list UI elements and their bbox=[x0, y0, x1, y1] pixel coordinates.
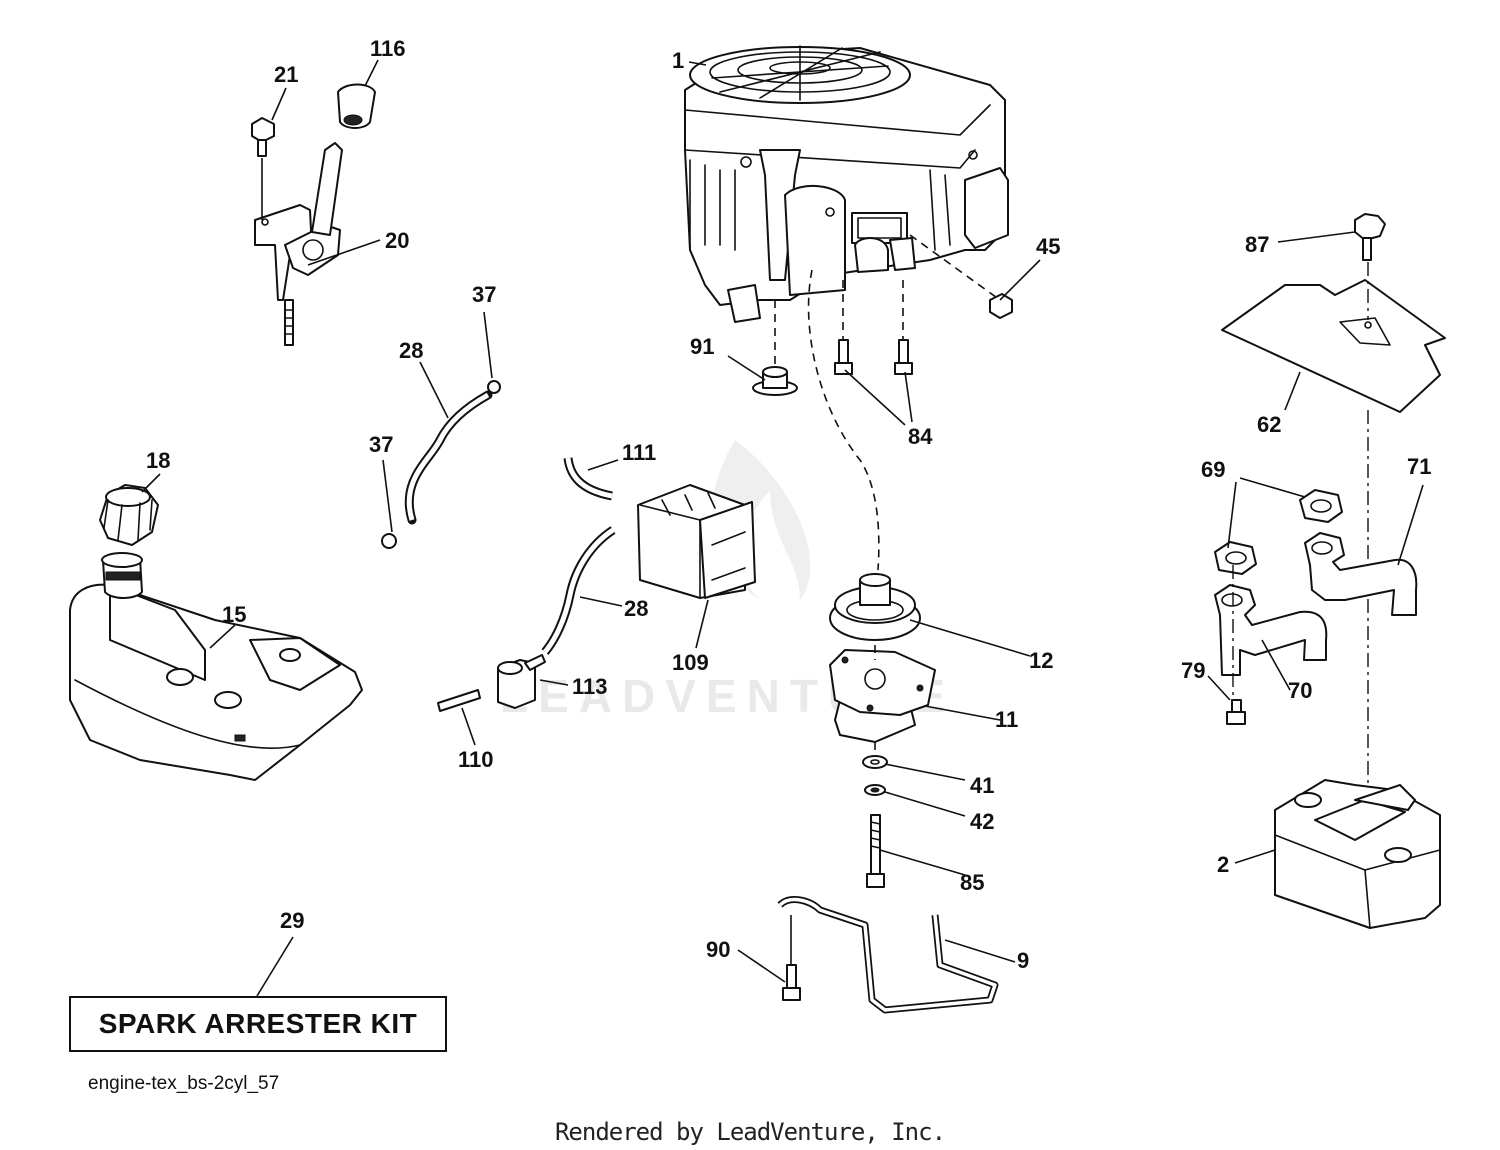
throttle-control-part[interactable] bbox=[254, 142, 343, 346]
bolt-part[interactable] bbox=[834, 339, 853, 375]
exhaust-pipe-part[interactable] bbox=[1304, 532, 1418, 616]
footer-credit: Rendered by LeadVenture, Inc. bbox=[554, 1118, 946, 1146]
screw-part[interactable] bbox=[1354, 213, 1386, 261]
hose-clamp-part[interactable] bbox=[487, 380, 501, 394]
ref-label-90: 90 bbox=[706, 937, 730, 962]
ref-label-79: 79 bbox=[1181, 658, 1205, 683]
ref-label-21: 21 bbox=[274, 62, 298, 87]
ref-label-109: 109 bbox=[672, 650, 709, 675]
nut-part[interactable] bbox=[989, 293, 1013, 319]
canister-part[interactable] bbox=[637, 484, 756, 599]
guide-line bbox=[842, 280, 904, 340]
ref-label-12: 12 bbox=[1029, 648, 1053, 673]
ref-label-18: 18 bbox=[146, 448, 170, 473]
spark-arrester-kit-box[interactable]: SPARK ARRESTER KIT bbox=[69, 996, 447, 1052]
ref-label-15: 15 bbox=[222, 602, 246, 627]
fuel-filter-part[interactable] bbox=[497, 654, 546, 709]
ref-label-62: 62 bbox=[1257, 412, 1281, 437]
guide-line bbox=[909, 234, 1001, 301]
knob-part[interactable] bbox=[337, 83, 376, 129]
lock-washer-part[interactable] bbox=[864, 784, 886, 796]
ref-label-29: 29 bbox=[280, 908, 304, 933]
bolt-part[interactable] bbox=[866, 814, 885, 888]
ref-label-11: 11 bbox=[995, 707, 1018, 732]
ref-label-91: 91 bbox=[690, 334, 714, 359]
washer-part[interactable] bbox=[862, 755, 888, 769]
fuel-cap-part[interactable] bbox=[99, 484, 159, 546]
screw-part[interactable] bbox=[1226, 699, 1246, 725]
ref-label-9: 9 bbox=[1017, 948, 1029, 973]
ref-label-70: 70 bbox=[1288, 678, 1312, 703]
pto-clutch-part[interactable] bbox=[829, 649, 936, 743]
muffler-part[interactable] bbox=[1274, 779, 1441, 929]
fuel-line-part[interactable] bbox=[541, 526, 616, 655]
ref-label-116: 116 bbox=[370, 36, 406, 61]
spark-arrester-kit-label: SPARK ARRESTER KIT bbox=[98, 1008, 418, 1039]
leader-lines bbox=[141, 59, 1424, 997]
fuel-line-part[interactable] bbox=[404, 390, 493, 525]
hose-clamp-part[interactable] bbox=[381, 533, 397, 549]
ref-label-84: 84 bbox=[908, 424, 933, 449]
bolt-part[interactable] bbox=[782, 915, 801, 1001]
ref-label-111: 111 bbox=[622, 440, 656, 465]
ref-label-71: 71 bbox=[1407, 454, 1431, 479]
ref-label-1: 1 bbox=[672, 48, 684, 73]
ref-label-110: 110 bbox=[458, 747, 494, 772]
fuel-line-part[interactable] bbox=[563, 457, 613, 501]
belt-guide-part[interactable] bbox=[777, 896, 999, 1014]
bolt-part[interactable] bbox=[251, 117, 275, 220]
bolt-part[interactable] bbox=[894, 339, 913, 375]
ref-label-37-upper: 37 bbox=[472, 282, 496, 307]
fuel-tank-part[interactable] bbox=[69, 552, 363, 781]
ref-label-87: 87 bbox=[1245, 232, 1269, 257]
fuel-fitting-part[interactable] bbox=[437, 689, 481, 712]
diagram-id: engine-tex_bs-2cyl_57 bbox=[88, 1073, 280, 1094]
exhaust-pipe-part[interactable] bbox=[1214, 584, 1328, 676]
ref-label-20: 20 bbox=[385, 228, 409, 253]
crankshaft-guide-line bbox=[807, 269, 880, 571]
ref-label-42: 42 bbox=[970, 809, 994, 834]
reference-labels: 1 2 9 11 12 15 18 20 21 28 28 29 37 37 4… bbox=[146, 36, 1431, 973]
ref-label-85: 85 bbox=[960, 870, 984, 895]
ref-label-28-lower: 28 bbox=[624, 596, 648, 621]
gasket-part[interactable] bbox=[1299, 489, 1343, 523]
ref-label-41: 41 bbox=[970, 773, 994, 798]
bushing-part[interactable] bbox=[752, 366, 798, 396]
engine-part[interactable] bbox=[684, 45, 1009, 323]
gasket-part[interactable] bbox=[1214, 541, 1257, 575]
ref-label-37-lower: 37 bbox=[369, 432, 393, 457]
ref-label-45: 45 bbox=[1036, 234, 1060, 259]
heat-shield-part[interactable] bbox=[1221, 279, 1446, 413]
ref-label-28-upper: 28 bbox=[399, 338, 423, 363]
ref-label-2: 2 bbox=[1217, 852, 1229, 877]
ref-label-69: 69 bbox=[1201, 457, 1225, 482]
pulley-part[interactable] bbox=[829, 573, 921, 641]
ref-label-113: 113 bbox=[572, 674, 608, 699]
